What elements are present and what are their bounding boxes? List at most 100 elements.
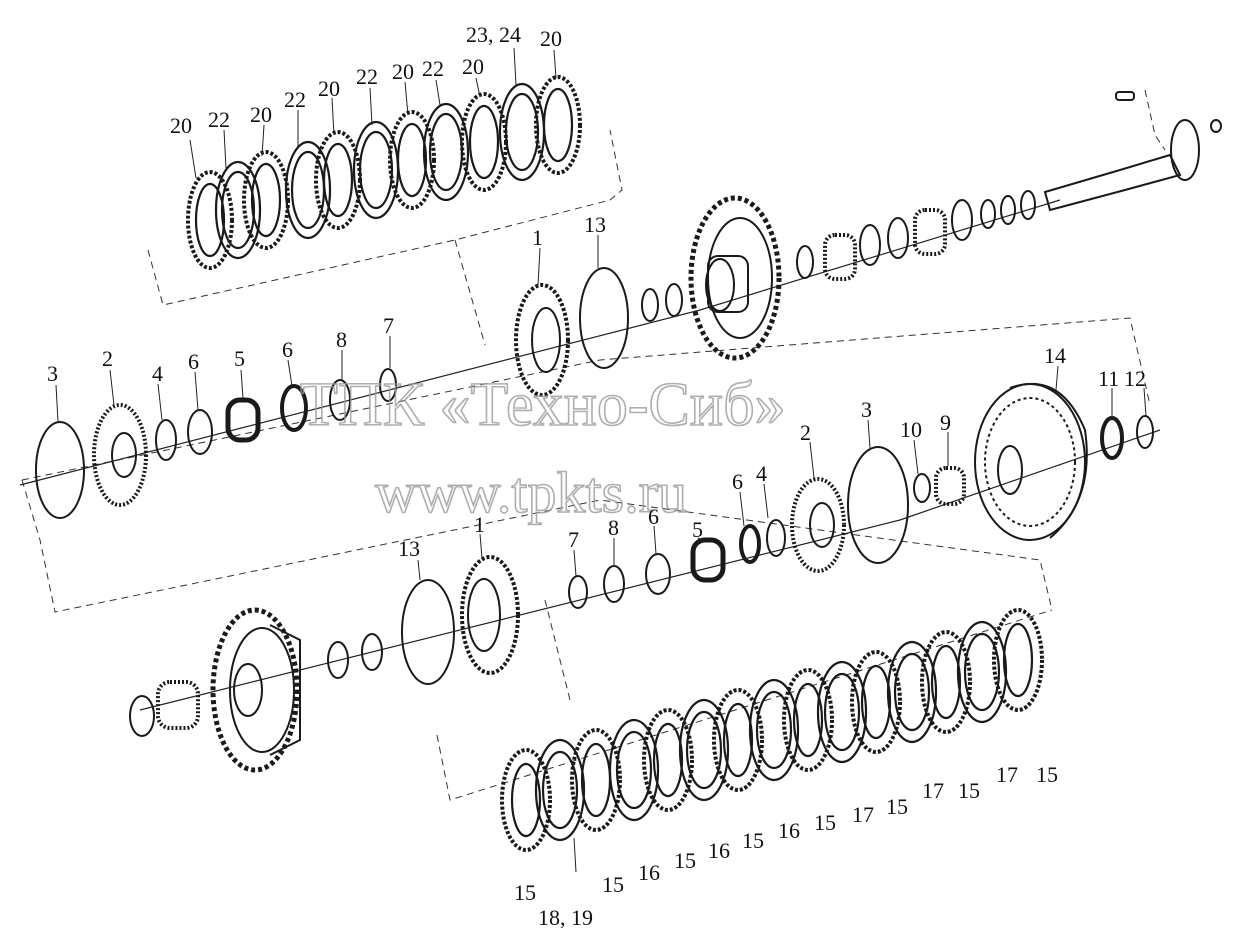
ring-6-lower xyxy=(645,553,671,595)
callout-label: 2 xyxy=(800,420,811,445)
callout-label: 13 xyxy=(584,212,606,237)
callout-label: 10 xyxy=(900,417,922,442)
friction-disc-15 xyxy=(992,608,1044,712)
clutch-drum-14 xyxy=(974,382,1088,541)
lower-row-parts xyxy=(129,537,726,773)
friction-disc-15 xyxy=(712,688,764,792)
ring-7-lower xyxy=(568,575,588,609)
callout-label: 6 xyxy=(188,349,199,374)
friction-disc-20 xyxy=(388,110,436,210)
friction-disc-15 xyxy=(642,708,694,812)
callout-label: 8 xyxy=(336,327,347,352)
friction-disc-20 xyxy=(242,150,290,250)
upper-gear-and-shaft xyxy=(688,91,1222,361)
upper-clutch-pack xyxy=(186,75,582,270)
group-frames xyxy=(21,89,1166,801)
steel-disc-22 xyxy=(422,102,470,202)
piston-2-r xyxy=(790,477,846,573)
friction-disc-20 xyxy=(534,75,582,175)
callout-label: 6 xyxy=(732,469,743,494)
callout-label: 15 xyxy=(958,778,980,803)
ring-6-r xyxy=(739,524,761,564)
callout-label: 15 xyxy=(674,848,696,873)
callout-label: 15 xyxy=(602,872,624,897)
watermark-line2: www.tpkts.ru xyxy=(375,460,687,525)
callout-label: 9 xyxy=(940,410,951,435)
callout-label: 3 xyxy=(861,397,872,422)
washer-4 xyxy=(155,419,177,461)
callout-label: 2 xyxy=(102,346,113,371)
washer xyxy=(665,283,683,317)
callout-label: 20 xyxy=(250,102,272,127)
friction-disc-15 xyxy=(850,650,902,754)
callout-label: 22 xyxy=(208,107,230,132)
bearing-5-lower xyxy=(690,537,726,583)
callout-label: 13 xyxy=(398,536,420,561)
friction-disc-15 xyxy=(782,668,834,772)
callout-label: 5 xyxy=(234,346,245,371)
bearing-11 xyxy=(1100,416,1124,460)
steel-disc-17 xyxy=(956,620,1008,724)
callout-label: 22 xyxy=(356,64,378,89)
steel-disc-16 xyxy=(748,678,800,782)
callout-label: 20 xyxy=(462,54,484,79)
callout-label: 20 xyxy=(170,113,192,138)
drum-group xyxy=(739,382,1154,573)
callout-label: 6 xyxy=(648,504,659,529)
callout-label: 5 xyxy=(692,517,703,542)
callout-label: 20 xyxy=(318,76,340,101)
middle-row-parts xyxy=(35,267,683,519)
callout-label: 17 xyxy=(922,778,944,803)
friction-disc-15 xyxy=(920,630,972,734)
callout-label: 15 xyxy=(1036,762,1058,787)
steel-disc-22 xyxy=(214,160,262,260)
steel-disc-17 xyxy=(816,660,868,764)
callout-label: 17 xyxy=(996,762,1018,787)
ring-6 xyxy=(187,409,213,455)
washer-4-r xyxy=(766,519,786,557)
callout-label: 1 xyxy=(532,225,543,250)
callout-label: 14 xyxy=(1044,343,1066,368)
washer xyxy=(641,288,659,322)
steel-disc-18-19 xyxy=(534,738,586,842)
snap-ring-3-r xyxy=(847,446,909,564)
callout-label: 20 xyxy=(540,26,562,51)
ring-10 xyxy=(913,473,931,503)
callout-label: 18, 19 xyxy=(538,905,593,930)
callout-label: 17 xyxy=(852,802,874,827)
watermark: ТПК «Техно-Сиб» www.tpkts.ru xyxy=(299,370,786,526)
callout-label: 20 xyxy=(392,59,414,84)
plate-1-lower xyxy=(460,555,520,675)
callout-label: 15 xyxy=(742,828,764,853)
callout-label: 12 xyxy=(1124,366,1146,391)
steel-disc-17 xyxy=(886,640,938,744)
callout-label: 7 xyxy=(568,527,579,552)
callout-label: 15 xyxy=(814,810,836,835)
callout-label: 16 xyxy=(708,838,730,863)
ring-6-b xyxy=(280,384,308,432)
ring-7 xyxy=(379,368,397,402)
steel-disc-22 xyxy=(284,140,332,240)
steel-disc-16 xyxy=(608,718,660,822)
snap-ring-13 xyxy=(579,267,629,369)
friction-disc-20 xyxy=(186,170,234,270)
callout-label: 16 xyxy=(638,860,660,885)
steel-disc-16 xyxy=(678,698,730,802)
bearing-9 xyxy=(934,466,966,506)
ring-12 xyxy=(1136,415,1154,449)
piston-2 xyxy=(92,403,148,507)
lower-gear xyxy=(210,607,301,773)
callout-label: 22 xyxy=(284,87,306,112)
leader-lines xyxy=(55,47,1147,873)
callout-label: 1 xyxy=(474,512,485,537)
callout-label: 3 xyxy=(47,361,58,386)
callout-label: 11 xyxy=(1098,366,1119,391)
callout-label: 15 xyxy=(886,794,908,819)
callout-label: 15 xyxy=(514,880,536,905)
lower-clutch-pack xyxy=(500,608,1044,852)
watermark-line1: ТПК «Техно-Сиб» xyxy=(300,371,786,439)
friction-disc-15 xyxy=(500,748,552,852)
ring-8-lower xyxy=(603,565,625,603)
callout-label: 16 xyxy=(778,818,800,843)
